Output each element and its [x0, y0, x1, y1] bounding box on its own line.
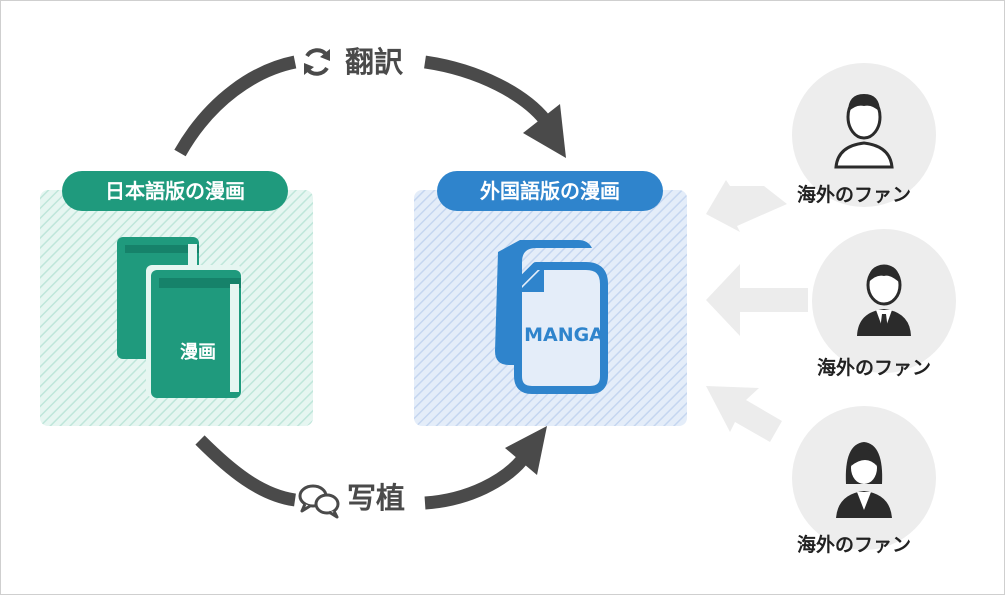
woman-user-icon	[836, 442, 892, 518]
fan-label-1: 海外のファン	[797, 184, 912, 206]
man-user-icon	[834, 94, 894, 169]
japanese-manga-badge: 日本語版の漫画	[62, 171, 288, 211]
books-icon: 漫画	[117, 237, 242, 398]
fan-arrow-1	[706, 180, 787, 232]
businessman-user-icon	[857, 264, 911, 336]
translate-arrow	[174, 55, 551, 157]
document-label: MANGA	[524, 324, 604, 346]
fan-arrow-3	[706, 386, 782, 442]
fan-label-3: 海外のファン	[797, 534, 912, 556]
translate-label: 翻訳	[345, 45, 404, 79]
typeset-arrowhead	[505, 426, 547, 475]
book-label: 漫画	[180, 342, 216, 363]
typeset-arrow	[195, 435, 527, 510]
fan-label-2: 海外のファン	[817, 357, 932, 379]
speech-bubbles-icon	[298, 484, 340, 519]
document-icon: MANGA	[495, 240, 608, 394]
refresh-icon	[304, 48, 330, 76]
translate-arrowhead	[523, 104, 566, 158]
typeset-label: 写植	[347, 481, 406, 515]
foreign-manga-badge: 外国語版の漫画	[437, 171, 663, 211]
fan-arrow-2	[706, 264, 808, 336]
